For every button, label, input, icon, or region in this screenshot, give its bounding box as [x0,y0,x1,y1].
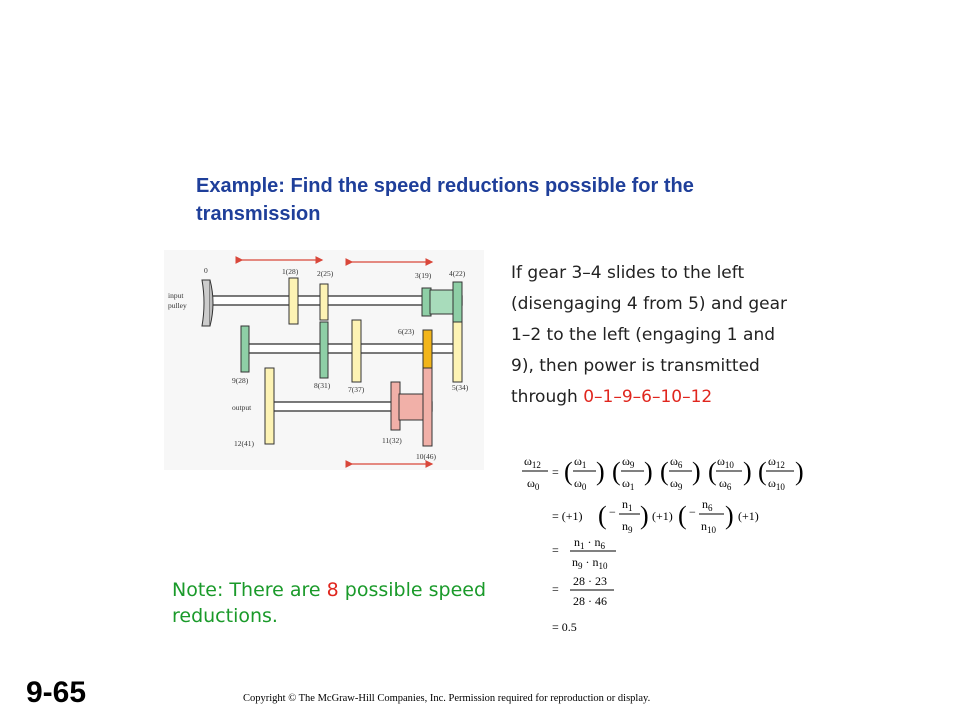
eq-lhs-den: ω0 [527,476,540,492]
note-prefix: Note: There are [172,579,327,601]
copyright-notice: Copyright © The McGraw-Hill Companies, I… [243,693,651,704]
eq-row2: = (+1) [552,509,583,523]
svg-text:ω12: ω12 [768,454,785,470]
svg-text:(: ( [598,501,607,530]
label-g12: 12(41) [234,439,254,448]
description-text: If gear 3–4 slides to the left (disengag… [511,258,791,413]
slide-title: Example: Find the speed reductions possi… [196,175,694,225]
eq-result: = 0.5 [552,620,577,634]
eq-lhs-num: ω12 [524,454,541,470]
svg-text:(: ( [708,457,717,486]
label-g5: 5(34) [452,383,469,392]
note-text: Note: There are 8 possible speed reducti… [172,577,512,629]
svg-text:=: = [552,543,559,557]
label-g10: 10(46) [416,452,436,461]
svg-text:): ) [692,457,701,486]
gear-11-hub [398,393,424,421]
note-count: 8 [326,579,339,601]
label-g8: 8(31) [314,381,331,390]
gear-5 [452,321,463,383]
transmission-diagram: 0 1(28) 2(25) 3(19) 4(22) 6(23) 9(28) 8(… [164,250,484,470]
svg-text:(: ( [564,457,573,486]
svg-text:=: = [552,465,559,479]
label-g2: 2(25) [317,269,334,278]
label-g4: 4(22) [449,269,466,278]
input-pulley [201,279,211,327]
gear-2 [319,283,329,321]
label-g11: 11(32) [382,436,402,445]
svg-text:): ) [743,457,752,486]
label-g0: 0 [204,266,208,275]
svg-text:n10: n10 [701,519,717,535]
equation-block: ω12 ω0 = ( ω1 ω0 ) ( ω9 ω1 ) ( ω6 ω9 ) (… [522,454,804,634]
svg-text:): ) [795,457,804,486]
description-part1: If gear 3–4 slides to the left (disengag… [511,263,788,407]
svg-text:ω1: ω1 [574,454,586,470]
eq-row3-den: n9 · n10 [572,555,608,571]
label-g3: 3(19) [415,271,432,280]
svg-text:ω9: ω9 [670,476,683,492]
svg-text:): ) [640,501,649,530]
label-output: output [232,403,252,412]
eq-row4-num: 28 · 23 [573,574,607,588]
gear-4 [452,281,463,323]
svg-text:): ) [725,501,734,530]
label-g9: 9(28) [232,376,249,385]
svg-text:ω0: ω0 [574,476,587,492]
svg-text:−: − [689,505,696,519]
gear-12 [264,367,275,445]
note-suffix: possible speed reductions. [172,579,487,627]
gear-1 [288,277,299,325]
svg-text:n9: n9 [622,519,633,535]
svg-text:=: = [552,582,559,596]
svg-text:): ) [644,457,653,486]
gear-9 [240,325,250,373]
svg-text:(+1): (+1) [652,509,673,523]
label-g6: 6(23) [398,327,415,336]
svg-text:n6: n6 [702,497,713,513]
gear-6 [422,329,433,369]
gear-3-hub [429,289,455,315]
svg-text:(+1): (+1) [738,509,759,523]
svg-text:(: ( [758,457,767,486]
gear-10 [422,367,433,447]
svg-text:(: ( [612,457,621,486]
slide-number: 9-65 [26,676,87,709]
svg-text:ω10: ω10 [717,454,734,470]
svg-text:(: ( [678,501,687,530]
label-g7: 7(37) [348,385,365,394]
svg-text:(: ( [660,457,669,486]
svg-text:ω1: ω1 [622,476,634,492]
svg-text:): ) [596,457,605,486]
power-path: 0–1–9–6–10–12 [583,387,713,407]
label-g1: 1(28) [282,267,299,276]
svg-text:ω6: ω6 [670,454,683,470]
gear-7 [351,319,362,383]
eq-row4-den: 28 · 46 [573,594,607,608]
svg-text:ω6: ω6 [719,476,732,492]
svg-text:n1: n1 [622,497,633,513]
eq-row3-num: n1 · n6 [574,535,606,551]
label-input: input [168,291,184,300]
svg-text:ω10: ω10 [768,476,785,492]
label-pulley: pulley [168,301,187,310]
gear-8 [319,321,329,379]
svg-text:ω9: ω9 [622,454,635,470]
svg-text:−: − [609,505,616,519]
